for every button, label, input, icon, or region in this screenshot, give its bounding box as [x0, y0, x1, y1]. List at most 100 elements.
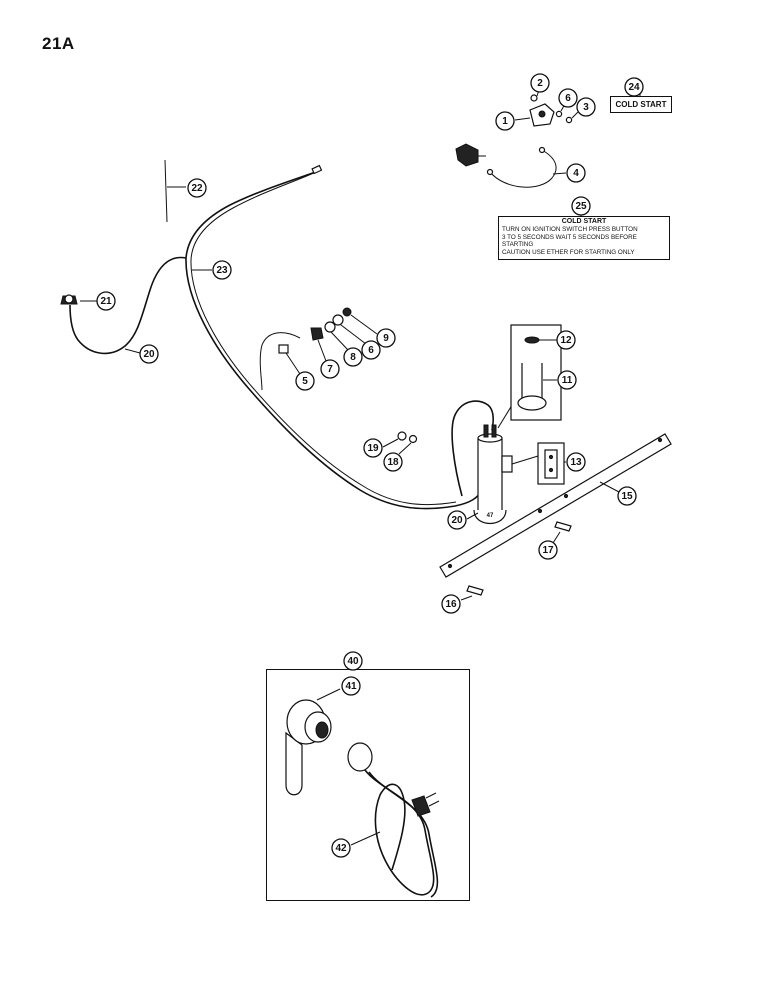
mounting-strap-ring	[517, 395, 547, 411]
callout-number: 15	[621, 491, 633, 502]
wire-terminal	[486, 168, 494, 176]
callout-number: 6	[565, 93, 571, 104]
leader-line	[599, 481, 620, 493]
plug-body	[411, 795, 431, 817]
leader-line	[466, 512, 479, 520]
callout-number: 3	[583, 102, 589, 113]
callout-circle	[295, 371, 315, 391]
instruction-decal-title: COLD START	[561, 218, 607, 225]
bolt-16	[466, 585, 484, 596]
washer-8	[324, 321, 336, 333]
mounting-strap-11	[521, 363, 543, 398]
cold-start-decal: COLD START	[610, 96, 672, 113]
callout-number: 40	[347, 656, 359, 667]
leader-line	[317, 339, 327, 362]
leader-line	[398, 442, 412, 455]
washer-18	[408, 434, 418, 444]
leader-line	[350, 314, 378, 335]
callout-circle	[530, 73, 550, 93]
cylinder-wire-loop	[451, 400, 494, 497]
callout-8: 8	[343, 347, 363, 367]
leader-line	[124, 348, 141, 354]
bar-hole	[657, 437, 663, 443]
cylinder-terminal	[491, 424, 497, 438]
callout-number: 18	[387, 457, 399, 468]
leader-line	[571, 111, 579, 119]
leader-line	[552, 172, 567, 175]
callout-25: 25	[571, 196, 591, 216]
power-cord-plug-end	[347, 742, 373, 772]
callout-circle	[557, 370, 577, 390]
washer-6	[332, 314, 344, 326]
callout-circle	[558, 88, 578, 108]
callout-1: 1	[495, 111, 515, 131]
callout-9: 9	[376, 328, 396, 348]
callout-number: 6	[368, 345, 374, 356]
wire-terminal	[538, 146, 546, 154]
wire-4	[489, 149, 557, 188]
callout-40: 40	[343, 651, 363, 671]
callout-circle	[617, 486, 637, 506]
nut-9	[342, 307, 352, 317]
callout-20: 20	[447, 510, 467, 530]
instruction-line: 3 TO 5 SECONDS WAIT 5 SECONDS BEFORE	[502, 233, 637, 241]
callout-number: 5	[302, 376, 308, 387]
callout-circle	[187, 178, 207, 198]
callout-15: 15	[617, 486, 637, 506]
bracket-13	[544, 449, 558, 479]
callout-circle	[96, 291, 116, 311]
callout-23: 23	[212, 260, 232, 280]
bracket-hole	[548, 467, 554, 473]
wire-20-upper	[69, 256, 187, 355]
callout-24: 24	[624, 77, 644, 97]
callout-circle	[139, 344, 159, 364]
callout-41: 41	[341, 676, 361, 696]
bar-hole	[537, 508, 543, 514]
leader-line	[340, 324, 367, 345]
callout-number: 1	[502, 116, 508, 127]
cold-start-instruction-decal: COLD START TURN ON IGNITION SWITCH PRESS…	[498, 216, 670, 260]
callout-circle	[343, 347, 363, 367]
callout-2: 2	[530, 73, 550, 93]
callout-number: 22	[191, 183, 203, 194]
callout-number: 42	[335, 843, 347, 854]
leader-line	[552, 531, 561, 544]
callout-number: 17	[542, 545, 554, 556]
callout-number: 13	[570, 457, 582, 468]
leader-line	[511, 455, 539, 465]
bar-hole	[447, 563, 453, 569]
callout-5: 5	[295, 371, 315, 391]
main-harness-23	[185, 170, 483, 510]
wire-lead-22	[164, 159, 168, 223]
cylinder-valve	[501, 455, 513, 473]
bar-hole	[563, 493, 569, 499]
leader-line	[316, 688, 341, 701]
leader-line	[350, 831, 381, 846]
callout-circle	[556, 330, 576, 350]
callout-circle	[341, 676, 361, 696]
harness-terminal	[311, 164, 323, 175]
callout-number: 2	[537, 78, 543, 89]
callout-22: 22	[187, 178, 207, 198]
callout-18: 18	[383, 452, 403, 472]
callout-6: 6	[361, 340, 381, 360]
callout-6: 6	[558, 88, 578, 108]
nut-2	[530, 94, 538, 102]
callout-number: 9	[383, 333, 389, 344]
callout-circle	[624, 77, 644, 97]
callout-circle	[566, 452, 586, 472]
main-harness-23-second-wire	[190, 170, 457, 506]
callout-number: 7	[327, 364, 333, 375]
callout-number: 21	[100, 296, 112, 307]
callout-number: 12	[560, 335, 572, 346]
callout-number: 20	[143, 349, 155, 360]
callout-12: 12	[556, 330, 576, 350]
callout-circle	[576, 97, 596, 117]
cylinder-marking: 47	[487, 513, 494, 519]
callout-circle	[212, 260, 232, 280]
callout-number: 4	[573, 168, 579, 179]
callout-7: 7	[320, 359, 340, 379]
leader-line	[285, 352, 301, 375]
